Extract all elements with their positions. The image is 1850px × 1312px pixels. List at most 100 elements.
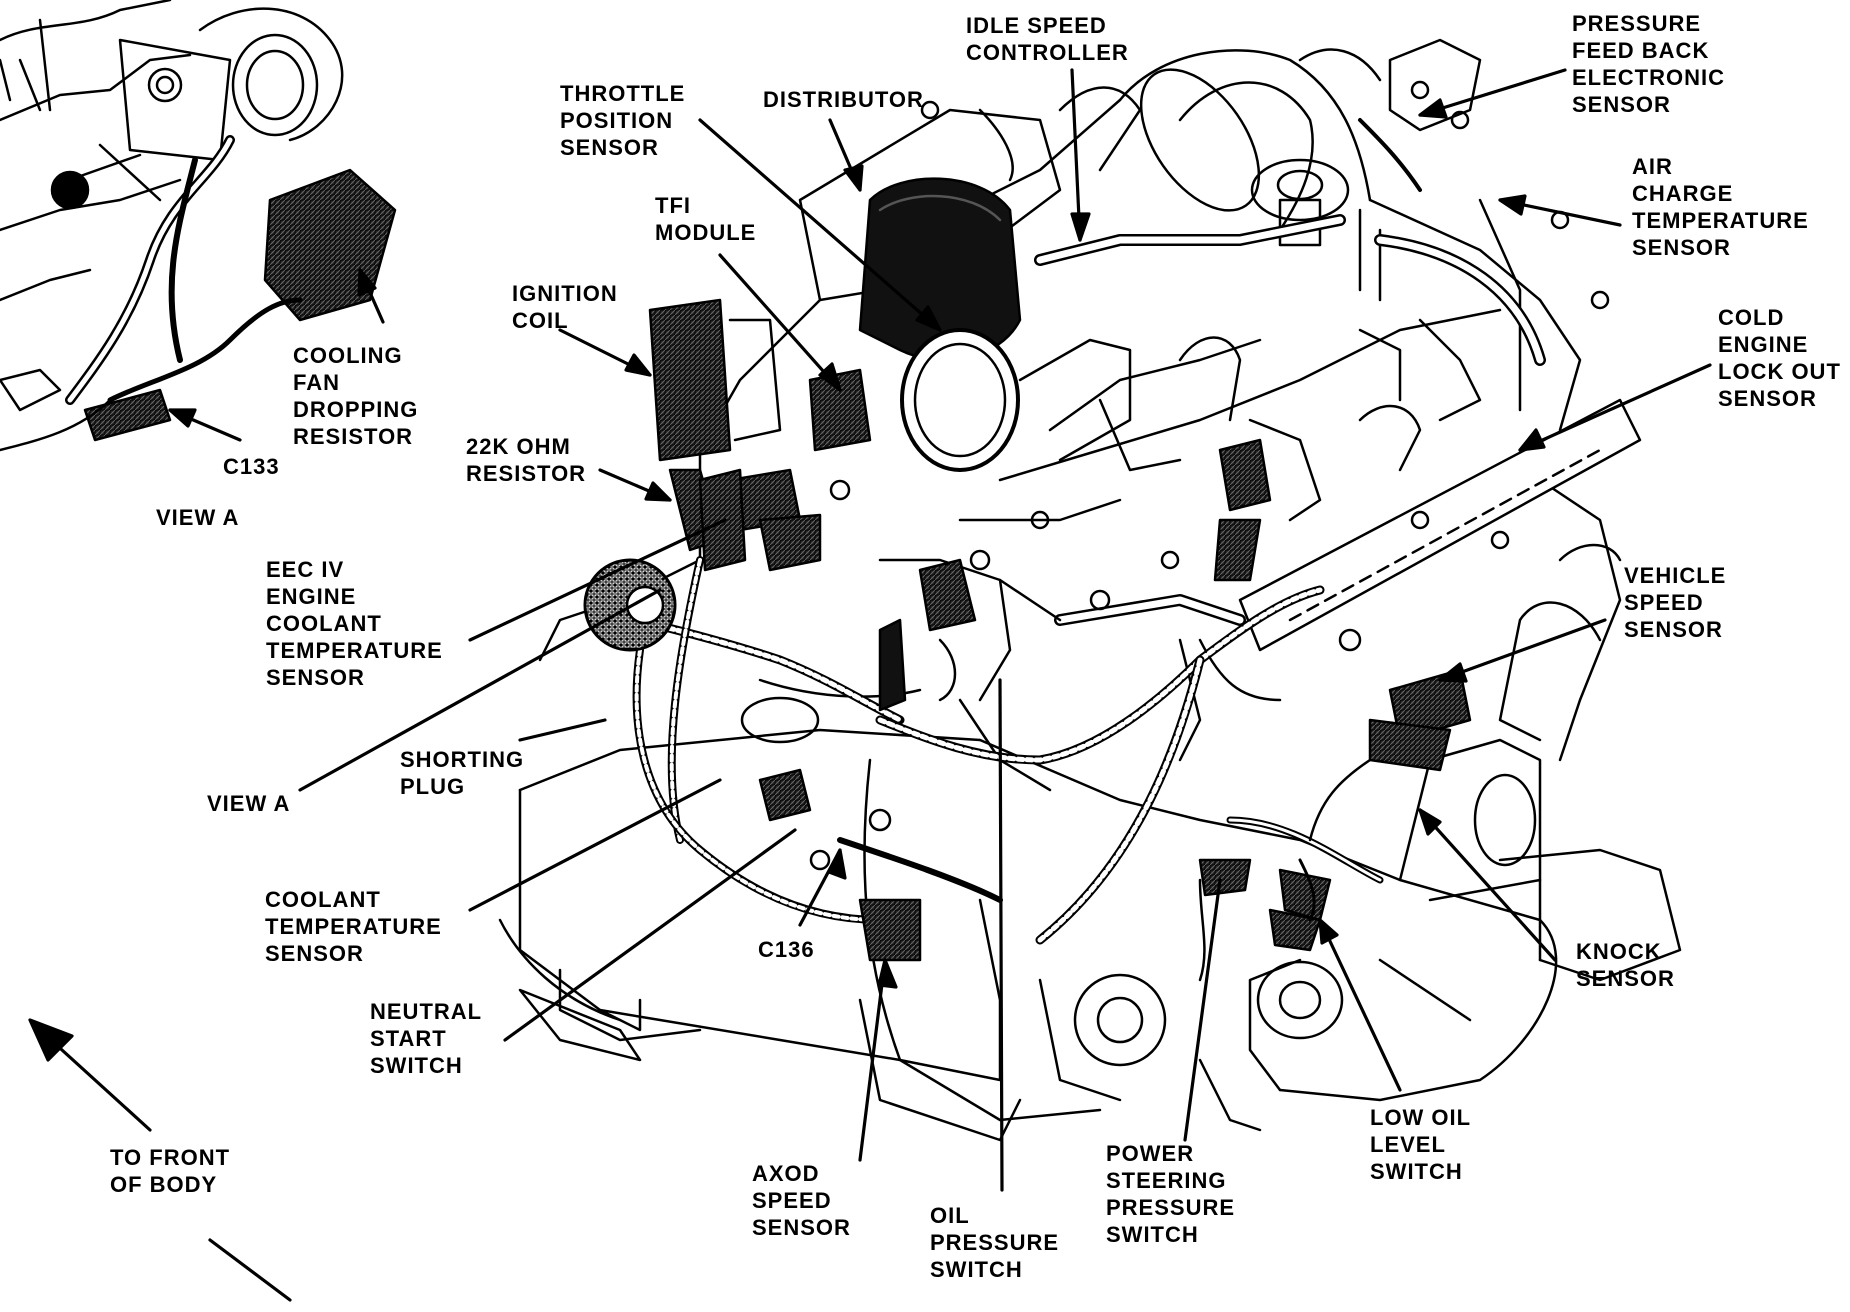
label-line: COOLANT <box>265 887 381 912</box>
label-line: FEED BACK <box>1572 38 1710 63</box>
label-line: ELECTRONIC <box>1572 65 1725 90</box>
arrowhead-icon <box>168 408 197 428</box>
label-tfi-module: TFI MODULE <box>655 192 756 246</box>
arrowhead-icon <box>1070 212 1091 242</box>
label-ignition-coil: IGNITION COIL <box>512 280 618 334</box>
to-front-arrow-lower <box>208 1238 292 1302</box>
label-line: LOCK OUT <box>1718 359 1841 384</box>
leader-shorting-plug <box>518 718 607 742</box>
label-line: SHORTING <box>400 747 525 772</box>
label-line: VEHICLE <box>1624 563 1727 588</box>
label-line: COOLANT <box>266 611 382 636</box>
label-line: CONTROLLER <box>966 40 1129 65</box>
label-line: TEMPERATURE <box>265 914 442 939</box>
arrowhead-icon <box>644 481 672 502</box>
label-line: AIR <box>1632 154 1673 179</box>
leader-cold-engine <box>1518 363 1712 452</box>
arrowhead-icon <box>357 268 377 297</box>
leader-power-steering <box>1183 878 1222 1142</box>
label-line: SENSOR <box>1572 92 1671 117</box>
label-power-steering-pressure-switch: POWER STEERING PRESSURE SWITCH <box>1106 1140 1235 1248</box>
arrowhead-icon <box>1438 662 1468 683</box>
leader-coolant-temp <box>468 778 722 912</box>
label-line: START <box>370 1026 447 1051</box>
label-eec-iv-engine-coolant-temperature-sensor: EEC IV ENGINE COOLANT TEMPERATURE SENSOR <box>266 556 443 691</box>
label-line: IGNITION <box>512 281 618 306</box>
label-line: PRESSURE <box>1106 1195 1236 1220</box>
leader-tfi-module <box>718 253 842 392</box>
label-cooling-fan-dropping-resistor: COOLING FAN DROPPING RESISTOR <box>293 342 418 450</box>
label-line: SENSOR <box>266 665 365 690</box>
label-line: TEMPERATURE <box>1632 208 1809 233</box>
label-line: PRESSURE <box>1572 11 1702 36</box>
leader-vehicle-speed <box>1438 618 1607 682</box>
label-line: PRESSURE <box>930 1230 1060 1255</box>
arrowhead-icon <box>827 848 847 880</box>
to-front-arrowhead-icon <box>28 1018 74 1062</box>
label-line: FAN <box>293 370 340 395</box>
leader-neutral-start <box>503 828 797 1042</box>
engine-body <box>498 38 1682 1142</box>
leader-lines <box>28 68 1712 1302</box>
arrowhead-icon <box>624 353 652 377</box>
label-line: SENSOR <box>560 135 659 160</box>
leader-eec-coolant <box>468 518 727 642</box>
arrowhead-icon <box>1318 918 1339 945</box>
label-knock-sensor: KNOCK SENSOR <box>1576 938 1675 992</box>
label-line: COIL <box>512 308 569 333</box>
leader-view-a <box>298 588 662 792</box>
label-line: EEC IV <box>266 557 345 582</box>
label-line: COLD <box>1718 305 1785 330</box>
label-vehicle-speed-sensor: VEHICLE SPEED SENSOR <box>1624 562 1726 643</box>
label-line: C133 <box>223 454 280 479</box>
label-line: VIEW A <box>207 791 291 816</box>
label-line: RESISTOR <box>293 424 414 449</box>
label-line: DISTRIBUTOR <box>763 87 924 112</box>
label-c133: C133 <box>223 453 280 480</box>
label-idle-speed-controller: IDLE SPEED CONTROLLER <box>966 12 1129 66</box>
label-line: SPEED <box>752 1188 832 1213</box>
label-22k-ohm-resistor: 22K OHM RESISTOR <box>466 433 586 487</box>
label-line: THROTTLE <box>560 81 686 106</box>
label-line: PLUG <box>400 774 466 799</box>
label-line: ENGINE <box>1718 332 1809 357</box>
label-line: SWITCH <box>930 1257 1023 1282</box>
label-line: TO FRONT <box>110 1145 231 1170</box>
label-line: TEMPERATURE <box>266 638 443 663</box>
label-oil-pressure-switch: OIL PRESSURE SWITCH <box>930 1202 1059 1283</box>
label-distributor: DISTRIBUTOR <box>763 86 924 113</box>
label-to-front-of-body: TO FRONT OF BODY <box>110 1144 230 1198</box>
label-air-charge-temperature-sensor: AIR CHARGE TEMPERATURE SENSOR <box>1632 153 1809 261</box>
label-line: COOLING <box>293 343 403 368</box>
label-shorting-plug: SHORTING PLUG <box>400 746 524 800</box>
arrowhead-icon <box>877 958 898 989</box>
label-axod-speed-sensor: AXOD SPEED SENSOR <box>752 1160 851 1241</box>
leader-idle-speed-controller <box>1070 68 1082 242</box>
leader-throttle-position <box>698 118 942 332</box>
label-line: C136 <box>758 937 815 962</box>
label-line: POSITION <box>560 108 674 133</box>
label-line: SENSOR <box>265 941 364 966</box>
leader-oil-pressure <box>998 678 1004 1192</box>
arrowhead-icon <box>843 164 864 192</box>
label-line: SWITCH <box>1106 1222 1199 1247</box>
label-line: SWITCH <box>1370 1159 1463 1184</box>
leader-knock-sensor <box>1418 808 1557 962</box>
arrowhead-icon <box>915 305 942 332</box>
label-line: AXOD <box>752 1161 820 1186</box>
label-coolant-temperature-sensor: COOLANT TEMPERATURE SENSOR <box>265 886 442 967</box>
label-view-a-pointer: VIEW A <box>207 790 290 817</box>
label-line: OIL <box>930 1203 970 1228</box>
arrowhead-icon <box>1418 808 1442 836</box>
label-view-a-caption: VIEW A <box>156 504 239 531</box>
label-line: TFI <box>655 193 691 218</box>
arrowhead-icon <box>1498 194 1527 216</box>
label-line: SWITCH <box>370 1053 463 1078</box>
label-line: POWER <box>1106 1141 1195 1166</box>
arrowhead-icon <box>1518 428 1546 452</box>
label-line: SENSOR <box>1576 966 1675 991</box>
arrowhead-icon <box>1418 98 1448 119</box>
label-line: IDLE SPEED <box>966 13 1107 38</box>
